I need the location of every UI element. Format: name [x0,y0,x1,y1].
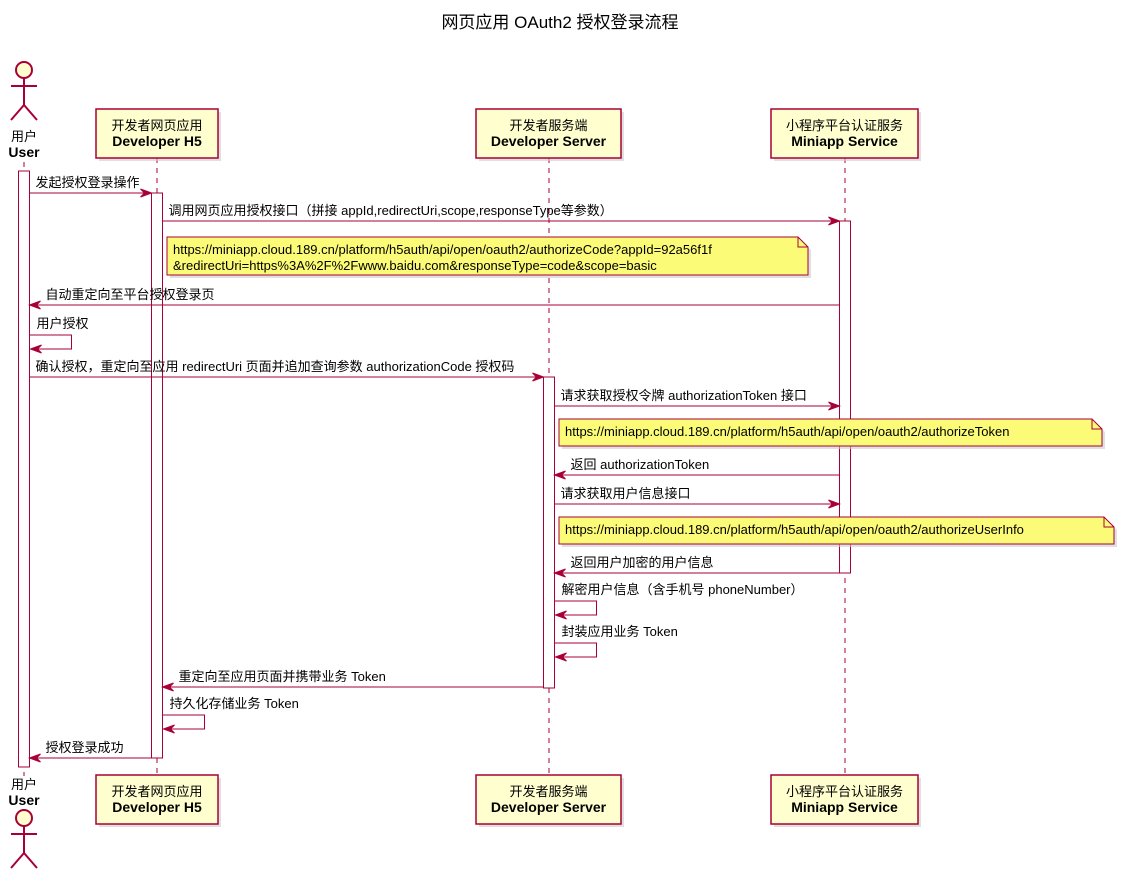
arrowhead-icon [29,344,42,354]
arrowhead-icon [161,682,174,692]
self-message-line [29,334,72,350]
arrowhead-icon [828,216,841,226]
message-2: 调用网页应用授权接口（拼接 appId,redirectUri,scope,re… [162,203,841,226]
message-6: 请求获取授权令牌 authorizationToken 接口 [554,388,841,411]
activation-bar-server [543,376,555,689]
participant-box-h5-top [95,108,219,159]
note-fold [797,237,808,248]
arrowhead-icon [553,568,566,578]
participant-sublabel-miniapp-top: Miniapp Service [791,133,898,149]
message-13: 持久化存储业务 Token [162,696,299,734]
self-message-line [554,642,597,658]
arrowhead-icon [828,499,841,509]
message-label: 返回 authorizationToken [571,457,710,472]
message-label: 返回用户加密的用户信息 [571,555,714,570]
arrowhead-icon [28,300,41,310]
participant-sublabel-h5-bottom: Developer H5 [112,799,202,815]
activation-bar-miniapp [839,220,851,574]
actor-head [15,61,33,79]
activation-bar-user [18,170,30,768]
participant-box-h5-bottom [95,774,219,825]
note-box-2 [558,418,1103,447]
participant-label-miniapp-bottom: 小程序平台认证服务 [786,784,903,799]
message-10: 解密用户信息（含手机号 phoneNumber） [554,582,804,620]
message-label: 请求获取用户信息接口 [561,486,691,501]
arrowhead-icon [554,652,567,662]
participant-label-h5-top: 开发者网页应用 [111,118,202,133]
message-8: 请求获取用户信息接口 [554,486,841,509]
message-label: 调用网页应用授权接口（拼接 appId,redirectUri,scope,re… [169,203,613,218]
message-label: 自动重定向至平台授权登录页 [46,287,215,302]
message-label: 封装应用业务 Token [562,624,678,639]
participant-sublabel-user-top: User [8,144,40,160]
message-label: 解密用户信息（含手机号 phoneNumber） [562,582,804,597]
participant-sublabel-h5-top: Developer H5 [112,133,202,149]
message-label: 授权登录成功 [46,740,124,755]
participant-label-user-top: 用户 [11,129,37,144]
participant-box-miniapp-top [770,108,919,159]
participant-sublabel-miniapp-bottom: Miniapp Service [791,799,898,815]
message-label: 重定向至应用页面并携带业务 Token [179,669,386,684]
message-4: 用户授权 [29,316,89,354]
actor-user-icon-bottom [10,809,38,869]
message-label: 持久化存储业务 Token [170,696,299,711]
message-label: 发起授权登录操作 [36,175,140,190]
participant-sublabel-server-top: Developer Server [491,133,607,149]
note-fold [1091,419,1102,430]
message-5: 确认授权，重定向至应用 redirectUri 页面并追加查询参数 author… [29,359,545,382]
arrowhead-icon [554,610,567,620]
arrowhead-icon [140,188,153,198]
note-fold [1103,517,1114,528]
message-3: 自动重定向至平台授权登录页 [28,287,840,310]
actor-user-icon-top [10,61,38,121]
self-message-line [554,600,597,616]
arrowhead-icon [553,470,566,480]
message-label: 请求获取授权令牌 authorizationToken 接口 [561,388,807,403]
note-text-3: https://miniapp.cloud.189.cn/platform/h5… [565,522,1024,537]
arrowhead-icon [162,724,175,734]
actor-head [15,809,33,827]
diagram-title: 网页应用 OAuth2 授权登录流程 [441,13,678,32]
arrowhead-icon [532,372,545,382]
participant-label-user-bottom: 用户 [11,777,37,792]
note-box-3 [558,516,1115,545]
arrowhead-icon [828,401,841,411]
message-label: 确认授权，重定向至应用 redirectUri 页面并追加查询参数 author… [36,359,515,374]
message-12: 重定向至应用页面并携带业务 Token [161,669,544,692]
self-message-line [162,714,205,730]
note-text-2: https://miniapp.cloud.189.cn/platform/h5… [565,424,1009,439]
participant-sublabel-user-bottom: User [8,792,40,808]
note-text-1: &redirectUri=https%3A%2F%2Fwww.baidu.com… [173,258,657,273]
participant-label-server-bottom: 开发者服务端 [509,784,587,799]
note-text-1: https://miniapp.cloud.189.cn/platform/h5… [173,242,712,257]
participant-label-miniapp-top: 小程序平台认证服务 [786,118,903,133]
note-box-1 [166,236,809,276]
participant-label-server-top: 开发者服务端 [509,118,587,133]
message-9: 返回用户加密的用户信息 [553,555,840,578]
participant-label-h5-bottom: 开发者网页应用 [111,784,202,799]
message-7: 返回 authorizationToken [553,457,840,480]
activation-bar-h5 [151,192,163,759]
participant-box-server-top [475,108,622,159]
participant-sublabel-server-bottom: Developer Server [491,799,607,815]
arrowhead-icon [28,753,41,763]
actor-body [10,826,38,869]
message-11: 封装应用业务 Token [554,624,678,662]
actor-body [10,78,38,121]
message-label: 用户授权 [37,316,89,331]
message-14: 授权登录成功 [28,740,152,763]
participant-box-server-bottom [475,774,622,825]
participant-box-miniapp-bottom [770,774,919,825]
message-1: 发起授权登录操作 [29,175,153,198]
